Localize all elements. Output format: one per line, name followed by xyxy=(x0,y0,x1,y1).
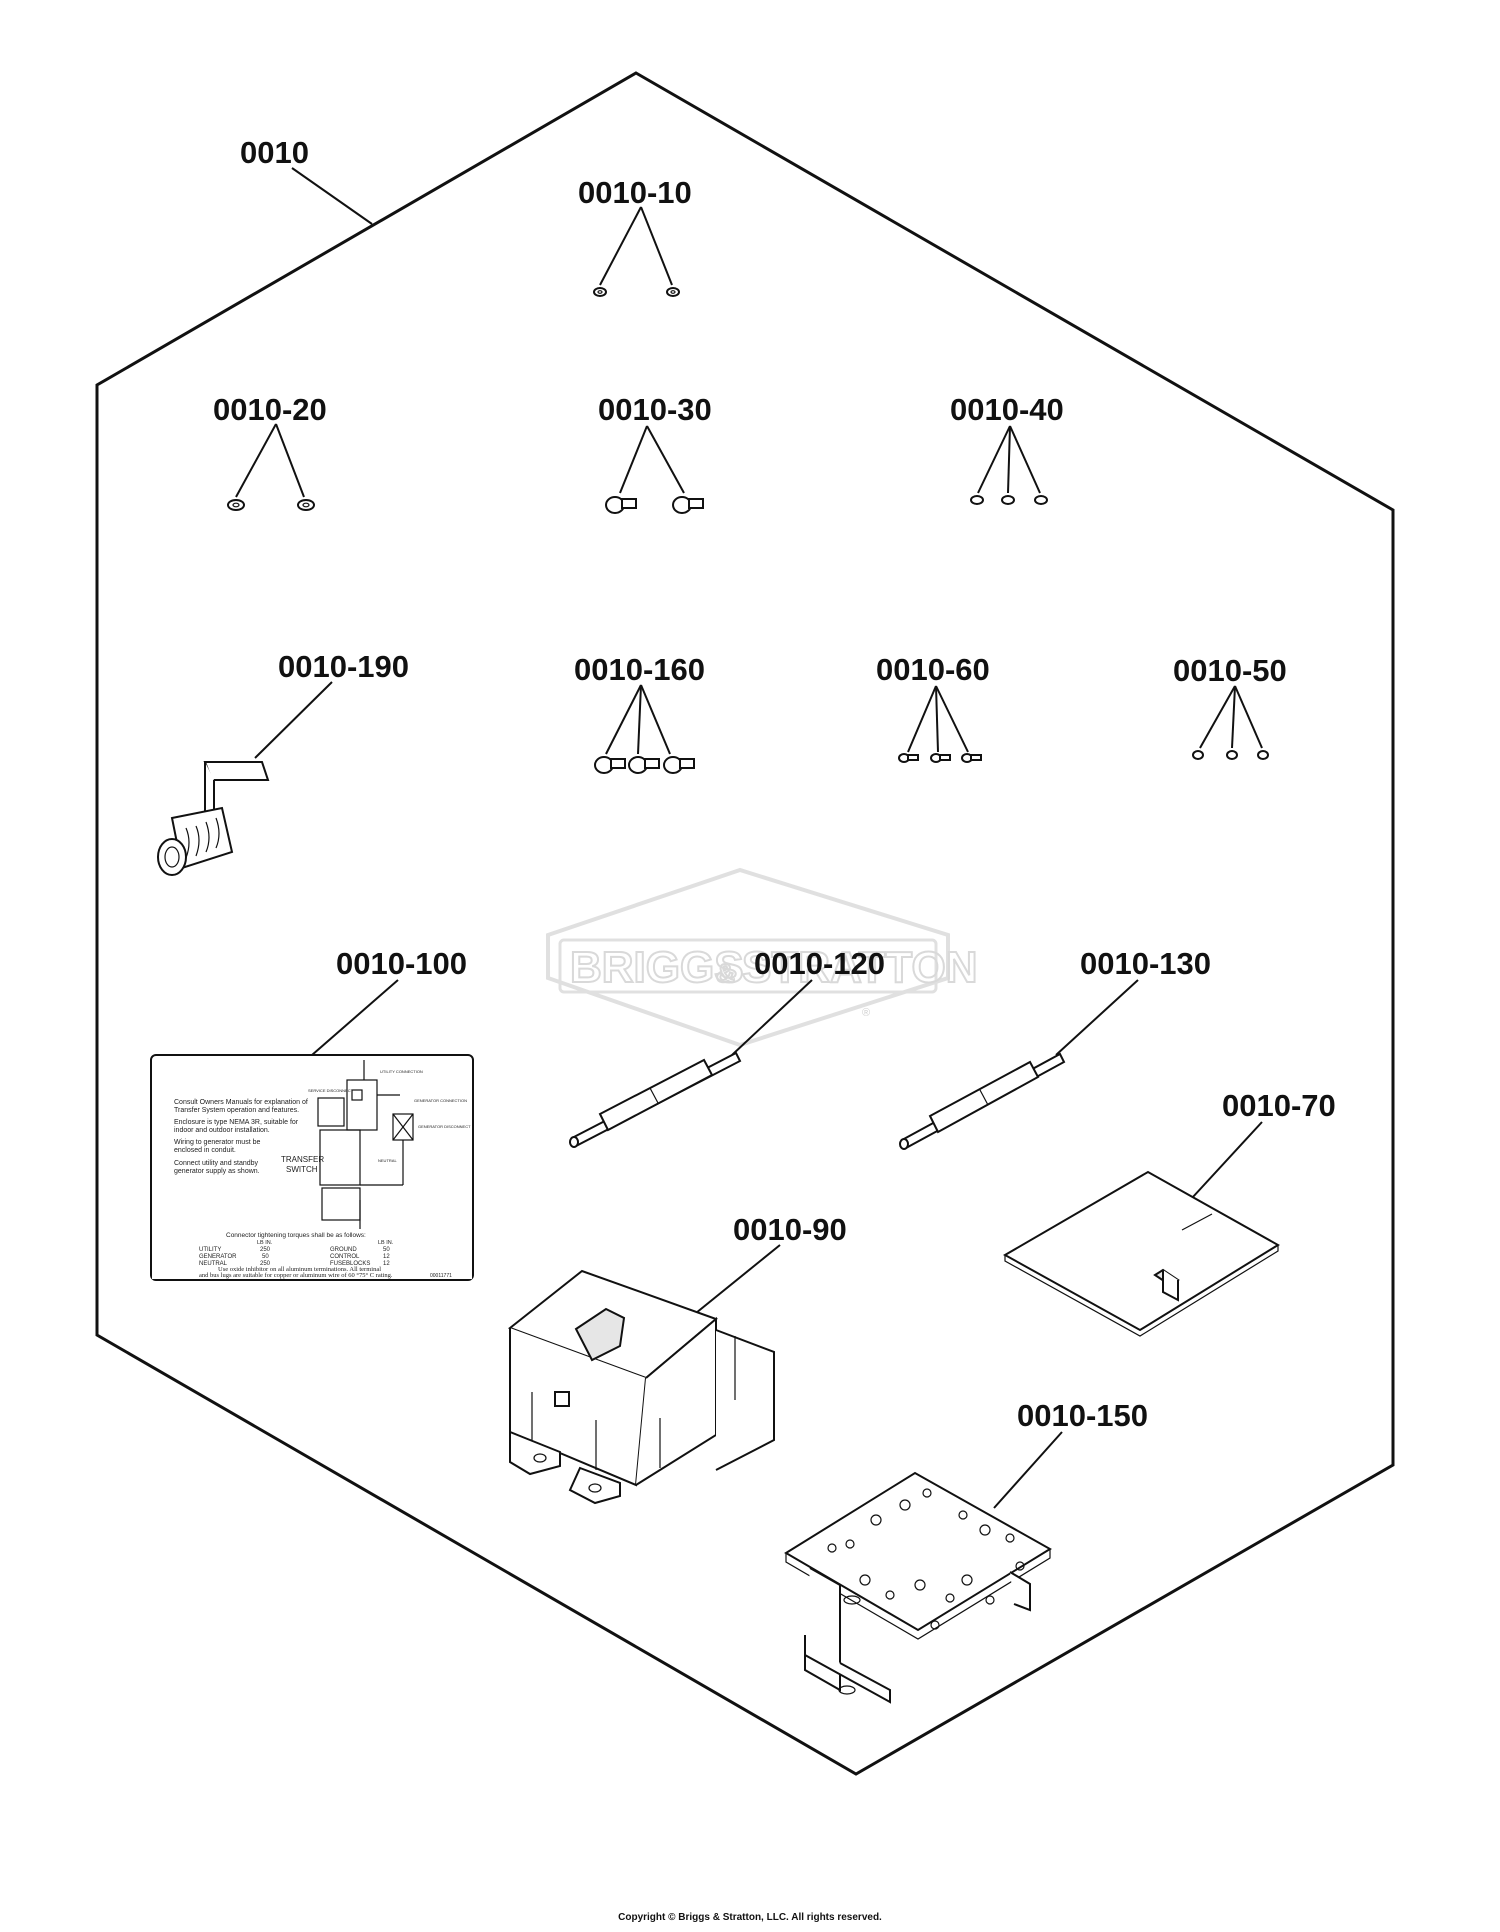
callout-0010-10[interactable]: 0010-10 xyxy=(578,175,692,210)
part-0010-50-nut[interactable] xyxy=(1192,750,1269,760)
part-0010-60-bolt[interactable] xyxy=(898,753,982,763)
decal-footer-line: Use oxide inhibitor on all aluminum term… xyxy=(218,1266,381,1273)
decal-torque-value: 250 xyxy=(260,1261,271,1267)
decal-line: generator supply as shown. xyxy=(174,1168,260,1175)
decal-torque-name: FUSEBLOCKS xyxy=(330,1261,370,1267)
callout-0010-150[interactable]: 0010-150 xyxy=(1017,1398,1148,1433)
decal-footer-line: and bus lugs are suitable for copper or … xyxy=(199,1272,393,1279)
callout-0010-40[interactable]: 0010-40 xyxy=(950,392,1064,427)
decal-torque-value: 50 xyxy=(383,1247,390,1253)
callout-0010-20[interactable]: 0010-20 xyxy=(213,392,327,427)
decal-torque-value: 12 xyxy=(383,1261,390,1267)
callout-0010-90[interactable]: 0010-90 xyxy=(733,1212,847,1247)
callout-0010-130[interactable]: 0010-130 xyxy=(1080,946,1211,981)
part-0010-90-contactor[interactable] xyxy=(507,1269,775,1505)
decal-torque-name: UTILITY xyxy=(199,1247,221,1253)
decal-line: Enclosure is type NEMA 3R, suitable for xyxy=(174,1119,299,1126)
part-0010-30-screw[interactable] xyxy=(605,496,704,514)
part-0010-10-washer[interactable] xyxy=(593,287,680,297)
decal-line: Consult Owners Manuals for explanation o… xyxy=(174,1099,308,1106)
part-0010-190-cable-clamp[interactable] xyxy=(157,761,270,876)
kit-outline xyxy=(95,71,1395,1776)
part-0010-40-nut[interactable] xyxy=(970,495,1048,505)
decal-diagram-title: TRANSFER xyxy=(281,1155,324,1164)
watermark: BRIGGS & STRATTON ® xyxy=(546,867,978,1048)
decal-part-code: 00011771 xyxy=(430,1273,452,1279)
copyright-notice: Copyright © Briggs & Stratton, LLC. All … xyxy=(618,1912,882,1923)
decal-diagram-title: SWITCH xyxy=(286,1165,318,1174)
part-0010-160-screw[interactable] xyxy=(594,756,695,774)
decal-line: enclosed in conduit. xyxy=(174,1147,236,1154)
decal-torque-value: 12 xyxy=(383,1254,390,1260)
decal-label-generator-connection: GENERATOR CONNECTION xyxy=(414,1098,467,1103)
decal-line: Transfer System operation and features. xyxy=(174,1107,299,1114)
decal-label-service-disconnect: SERVICE DISCONNECT xyxy=(308,1088,354,1093)
callout-0010-100[interactable]: 0010-100 xyxy=(336,946,467,981)
decal-torque-name: GROUND xyxy=(330,1247,357,1253)
decal-line: Wiring to generator must be xyxy=(174,1139,260,1146)
part-0010-120-pin[interactable] xyxy=(569,1051,742,1148)
watermark-text-amp: & xyxy=(716,958,735,988)
decal-torque-name: GENERATOR xyxy=(199,1254,237,1260)
decal-torque-name: CONTROL xyxy=(330,1254,360,1260)
decal-torque-heading: Connector tightening torques shall be as… xyxy=(226,1232,366,1239)
callout-0010-70[interactable]: 0010-70 xyxy=(1222,1088,1336,1123)
decal-torque-unit: LB IN. xyxy=(257,1240,273,1246)
decal-label-utility-connection: UTILITY CONNECTION xyxy=(380,1069,423,1074)
part-0010-150-bracket[interactable] xyxy=(784,1471,1052,1704)
bracket-holes xyxy=(827,1488,1025,1630)
callout-0010-160[interactable]: 0010-160 xyxy=(574,652,705,687)
callout-0010[interactable]: 0010 xyxy=(240,135,309,170)
callout-0010-60[interactable]: 0010-60 xyxy=(876,652,990,687)
decal-torque-value: 50 xyxy=(262,1254,269,1260)
decal-torque-name: NEUTRAL xyxy=(199,1261,228,1267)
decal-footer: Connector tightening torques shall be as… xyxy=(152,1229,472,1279)
decal-label-generator-disconnect: GENERATOR DISCONNECT xyxy=(418,1124,471,1129)
watermark-registered: ® xyxy=(862,1007,870,1019)
part-0010-20-washer[interactable] xyxy=(227,499,315,511)
callout-0010-50[interactable]: 0010-50 xyxy=(1173,653,1287,688)
decal-label-neutral: NEUTRAL xyxy=(378,1158,397,1163)
watermark-text-right: STRATTON xyxy=(742,943,977,992)
decal-line: Connect utility and standby xyxy=(174,1160,259,1167)
callout-0010-120[interactable]: 0010-120 xyxy=(754,946,885,981)
callout-0010-190[interactable]: 0010-190 xyxy=(278,649,409,684)
watermark-text-left: BRIGGS xyxy=(570,943,744,992)
decal-torque-unit: LB IN. xyxy=(378,1240,394,1246)
part-0010-70-plate[interactable] xyxy=(1002,1170,1280,1337)
callout-0010-30[interactable]: 0010-30 xyxy=(598,392,712,427)
part-0010-130-pin[interactable] xyxy=(899,1052,1066,1150)
decal-line: indoor and outdoor installation. xyxy=(174,1127,270,1134)
decal-torque-value: 250 xyxy=(260,1247,271,1253)
